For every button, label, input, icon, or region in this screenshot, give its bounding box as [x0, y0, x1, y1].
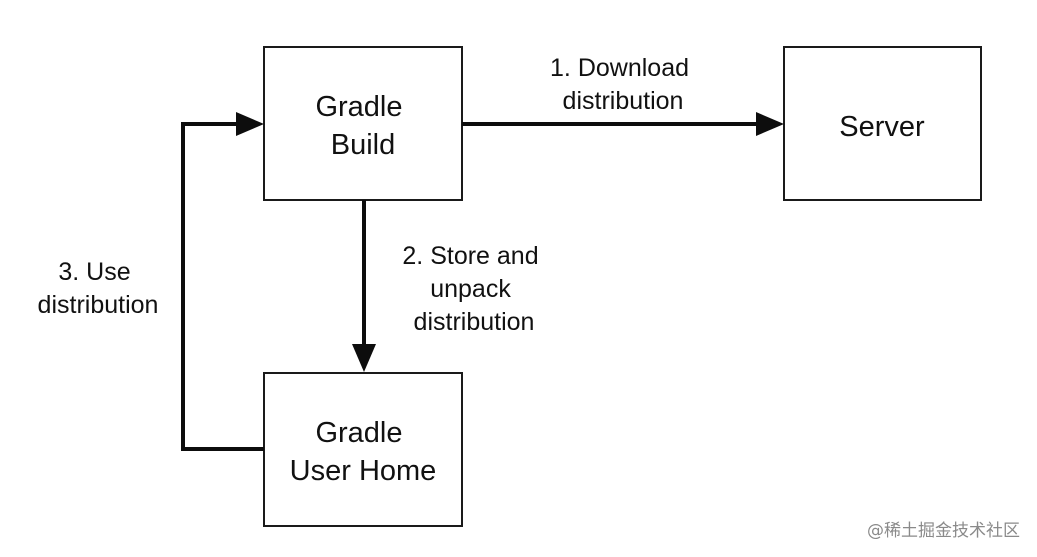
- edge-store-arrowhead: [352, 344, 376, 372]
- edge-download-line-2: distribution: [563, 87, 684, 115]
- edge-download-arrowhead: [756, 112, 784, 136]
- edge-store-line-2: unpack: [430, 275, 511, 303]
- edge-use: 3. Use distribution: [38, 112, 264, 451]
- edge-use-label: 3. Use distribution: [38, 258, 159, 319]
- node-gradle-user-home-line-2: User Home: [290, 455, 437, 487]
- node-gradle-build-line-2: Build: [331, 129, 396, 161]
- node-gradle-user-home-box: [263, 372, 463, 527]
- node-gradle-build-line-1: Gradle: [315, 91, 402, 123]
- edge-download-line-1: 1. Download: [550, 54, 689, 82]
- edge-download: 1. Download distribution: [462, 54, 784, 136]
- edge-store-line-3: distribution: [414, 308, 535, 336]
- edge-use-line-1: 3. Use: [58, 258, 130, 286]
- node-server-label: Server: [839, 111, 925, 143]
- edge-download-label: 1. Download distribution: [550, 54, 696, 115]
- watermark-text: @稀土掘金技术社区: [867, 521, 1020, 541]
- node-gradle-build: Gradle Build: [263, 46, 463, 201]
- node-gradle-build-box: [263, 46, 463, 201]
- node-gradle-user-home-label: Gradle User Home: [290, 417, 437, 487]
- node-server: Server: [783, 46, 982, 201]
- node-server-box: [783, 46, 982, 201]
- node-gradle-build-label: Gradle Build: [315, 91, 410, 161]
- edge-store-line-1: 2. Store and: [402, 242, 538, 270]
- edge-use-arrowhead: [236, 112, 264, 136]
- edge-store: 2. Store and unpack distribution: [352, 200, 545, 372]
- node-server-line-1: Server: [839, 111, 925, 143]
- node-gradle-user-home: Gradle User Home: [263, 372, 463, 527]
- edge-use-line: [181, 122, 264, 451]
- node-gradle-user-home-line-1: Gradle: [315, 417, 402, 449]
- edge-use-line-2: distribution: [38, 291, 159, 319]
- edge-store-label: 2. Store and unpack distribution: [402, 242, 545, 336]
